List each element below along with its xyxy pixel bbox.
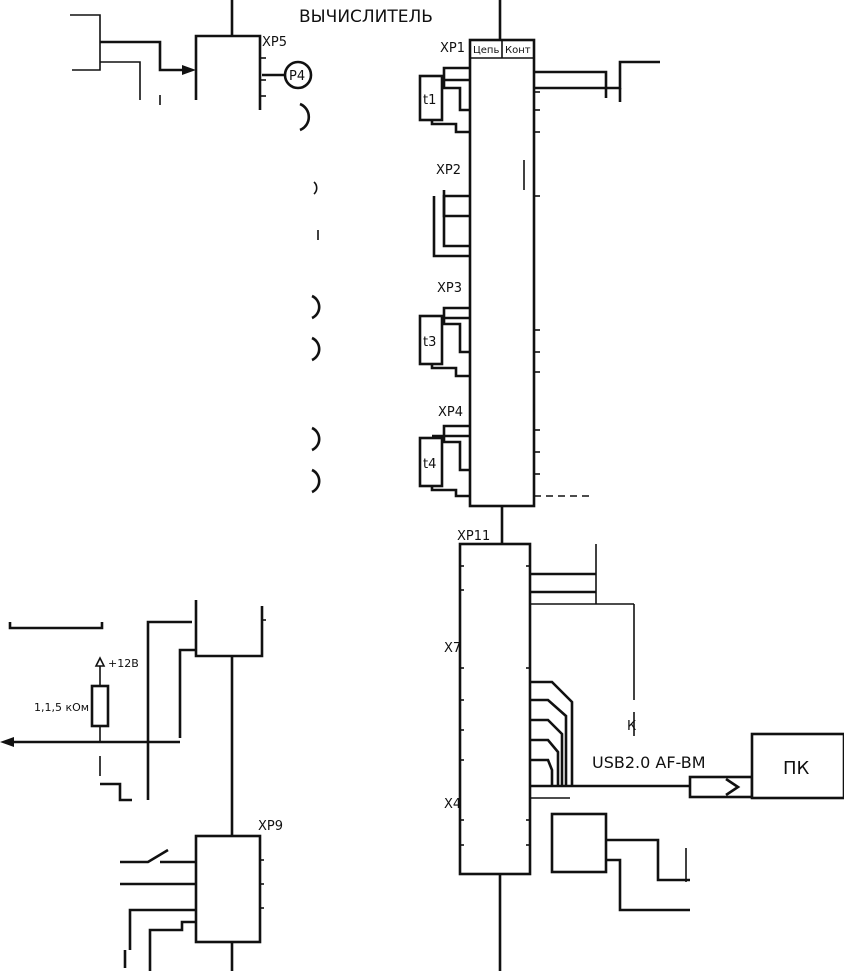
x7-label: X7 [444,641,461,656]
calculator-title: ВЫЧИСЛИТЕЛЬ [299,7,433,27]
main-terminal-block [468,38,536,508]
svg-text:t3: t3 [423,335,436,350]
hidden-sensor-arcs [299,102,321,494]
supply-voltage-label: +12В [108,657,139,670]
xp9-label: XP9 [258,819,283,834]
usb-cable-label: USB2.0 AF-BM [592,753,706,772]
usb-plug [688,775,754,799]
svg-text:t1: t1 [423,93,436,108]
column-header-circuit: Цепь [473,45,499,56]
usb-prefix-label: К [627,719,636,734]
temperature-sensor-t3 [418,314,444,366]
temperature-sensor-t1 [418,74,444,122]
usb-cable-bundle [530,680,690,788]
xp5-label: XP5 [262,35,287,50]
xp1-sensor-wiring [418,60,660,134]
svg-text:P4: P4 [289,69,305,84]
xp5-connector-block: P4 [194,34,313,110]
xp2-wiring [432,160,540,258]
xp4-sensor-wiring [418,404,590,498]
xp1-label: XP1 [440,41,465,56]
svg-text:t4: t4 [423,457,436,472]
pc-label: ПК [783,758,810,779]
pressure-sensor-p4 [283,60,313,90]
xp9-connector-block [120,834,264,971]
xp3-sensor-wiring [418,306,540,378]
temperature-sensor-t4 [418,436,444,488]
x4-side-module [550,812,690,912]
lower-terminal-block [458,542,532,876]
resistor [90,684,110,728]
left-input-wiring [70,14,196,105]
column-header-contact: Конт [505,45,531,56]
xp3-label: XP3 [437,281,462,296]
xp2-label: XP2 [436,163,461,178]
lower-block-pins [460,544,635,846]
pc-box [750,732,844,800]
x4-label: X4 [444,797,461,812]
xp4-label: XP4 [438,405,463,420]
xp11-label: XP11 [457,529,490,544]
resistor-label: 1,1,5 кОм [34,701,89,714]
